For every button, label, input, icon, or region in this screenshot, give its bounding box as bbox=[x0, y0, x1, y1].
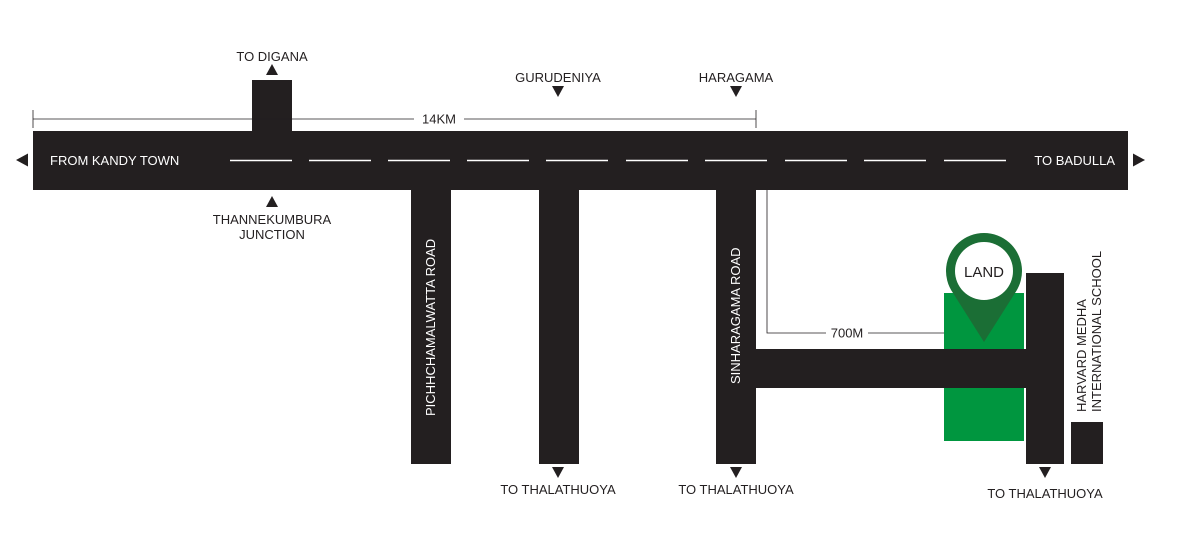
thalathuoya-road-1 bbox=[539, 188, 579, 464]
land-access-road bbox=[754, 349, 1054, 388]
pichchamalwatta-road bbox=[411, 188, 451, 464]
map-pin-icon bbox=[946, 233, 1023, 342]
arrow-down-thalathuoya-2-icon bbox=[730, 467, 742, 478]
thannekumbura-label-line1: THANNEKUMBURA bbox=[213, 212, 332, 227]
land-label: LAND bbox=[964, 264, 1004, 281]
to-digana-label: TO DIGANA bbox=[236, 49, 308, 64]
arrow-down-haragama-icon bbox=[730, 86, 742, 97]
arrow-down-thalathuoya-3-icon bbox=[1039, 467, 1051, 478]
distance-label-14km: 14KM bbox=[422, 112, 456, 127]
sinharagama-road-label: SINHARAGAMA ROAD bbox=[728, 247, 743, 384]
arrow-up-thannekumbura-icon bbox=[266, 196, 278, 207]
pichchamalwatta-road-label: PICHHCHAMALWATTA ROAD bbox=[423, 239, 438, 416]
distance-marker-700m bbox=[766, 190, 944, 334]
thannekumbura-label-line2: JUNCTION bbox=[239, 227, 305, 242]
school-building bbox=[1071, 422, 1103, 464]
arrow-left-icon bbox=[16, 153, 28, 167]
to-thalathuoya-label-3: TO THALATHUOYA bbox=[987, 486, 1103, 501]
digana-road bbox=[252, 80, 292, 133]
sinharagama-road bbox=[716, 188, 756, 464]
haragama-label: HARAGAMA bbox=[699, 70, 774, 85]
arrow-up-digana-icon bbox=[266, 64, 278, 75]
arrow-right-icon bbox=[1133, 153, 1145, 167]
arrow-down-thalathuoya-1-icon bbox=[552, 467, 564, 478]
arrow-down-gurudeniya-icon bbox=[552, 86, 564, 97]
school-label-line1: HARVARD MEDHA bbox=[1074, 299, 1089, 412]
school-road bbox=[1026, 273, 1064, 464]
gurudeniya-label: GURUDENIYA bbox=[515, 70, 601, 85]
to-thalathuoya-label-2: TO THALATHUOYA bbox=[678, 482, 794, 497]
school-label-line2: INTERNATIONAL SCHOOL bbox=[1089, 251, 1104, 412]
from-kandy-label: FROM KANDY TOWN bbox=[50, 153, 179, 168]
distance-marker-14km bbox=[32, 110, 757, 128]
to-thalathuoya-label-1: TO THALATHUOYA bbox=[500, 482, 616, 497]
to-badulla-label: TO BADULLA bbox=[1034, 153, 1115, 168]
distance-label-700m: 700M bbox=[831, 326, 864, 341]
